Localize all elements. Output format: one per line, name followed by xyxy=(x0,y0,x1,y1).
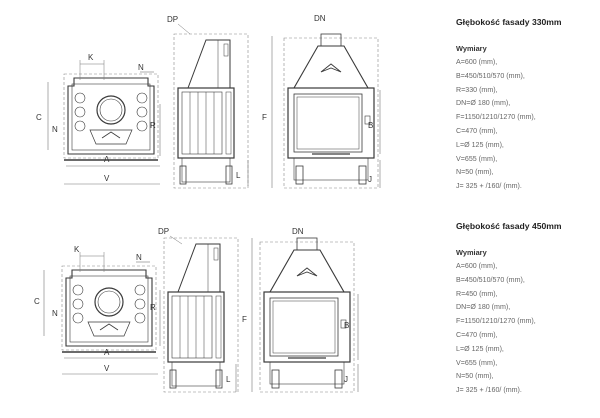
dim-label-b: B xyxy=(344,321,349,330)
front-view-450: DN B J xyxy=(259,227,359,393)
dim-label-n-side: N xyxy=(52,309,58,318)
dim-label-f: F xyxy=(242,315,247,324)
dim-label-a: A xyxy=(104,155,110,164)
dim-label-n-side: N xyxy=(52,125,58,134)
spec-line: V=655 (mm), xyxy=(456,154,498,163)
spec-list: A=600 (mm), B=450/510/570 (mm), R=450 (m… xyxy=(456,260,596,398)
spec-subtitle: Wymiary xyxy=(456,248,487,257)
dim-label-j: J xyxy=(344,375,348,384)
dim-label-k: K xyxy=(88,53,94,62)
spec-line: R=450 (mm), xyxy=(456,289,498,298)
dim-label-dn: DN xyxy=(314,14,326,23)
spec-line: B=450/510/570 (mm), xyxy=(456,275,525,284)
spec-title: Głębokość fasady 330mm xyxy=(456,17,562,27)
dim-label-dp: DP xyxy=(158,227,169,236)
dim-label-dn: DN xyxy=(292,227,304,236)
spec-line: J= 325 + /160/ (mm). xyxy=(456,386,522,395)
spec-line: A=600 (mm), xyxy=(456,262,498,270)
dim-label-b: B xyxy=(368,121,373,130)
spec-line: A=600 (mm), xyxy=(456,58,498,66)
front-view-330: DN B J xyxy=(283,14,381,189)
spec-list: A=600 (mm), B=450/510/570 (mm), R=330 (m… xyxy=(456,56,596,194)
side-view-330: DP F L xyxy=(167,15,273,189)
dim-label-v: V xyxy=(104,174,110,183)
top-view-450: K N C N R A V xyxy=(34,245,161,375)
spec-block-450: Głębokość fasady 450mm Wymiary A=600 (mm… xyxy=(456,221,596,398)
spec-line: DN=Ø 180 (mm), xyxy=(456,303,511,312)
spec-line: B=450/510/570 (mm), xyxy=(456,71,525,80)
dim-label-v: V xyxy=(104,364,110,373)
dim-label-c: C xyxy=(34,297,40,306)
spec-line: DN=Ø 180 (mm), xyxy=(456,99,511,108)
dim-label-a: A xyxy=(104,348,110,357)
spec-title: Głębokość fasady 450mm xyxy=(456,221,562,231)
dim-label-r: R xyxy=(150,303,156,312)
dim-label-dp: DP xyxy=(167,15,178,24)
dim-label-n: N xyxy=(136,253,142,262)
spec-line: L=Ø 125 (mm), xyxy=(456,344,504,353)
spec-line: V=655 (mm), xyxy=(456,358,498,367)
spec-line: J= 325 + /160/ (mm). xyxy=(456,182,522,191)
dim-label-l: L xyxy=(236,171,241,180)
dim-label-l: L xyxy=(226,375,231,384)
spec-line: N=50 (mm), xyxy=(456,168,494,177)
spec-line: L=Ø 125 (mm), xyxy=(456,140,504,149)
side-view-450: DP F L xyxy=(158,227,253,393)
spec-line: C=470 (mm), xyxy=(456,330,498,339)
spec-line: F=1150/1210/1270 (mm), xyxy=(456,317,536,326)
spec-line: F=1150/1210/1270 (mm), xyxy=(456,113,536,122)
dim-label-f: F xyxy=(262,113,267,122)
spec-subtitle: Wymiary xyxy=(456,44,487,53)
top-view-330: K N C N R A V xyxy=(36,53,161,185)
dim-label-k: K xyxy=(74,245,80,254)
spec-line: N=50 (mm), xyxy=(456,372,494,381)
dim-label-c: C xyxy=(36,113,42,122)
dim-label-n: N xyxy=(138,63,144,72)
spec-line: R=330 (mm), xyxy=(456,85,498,94)
dim-label-r: R xyxy=(150,121,156,130)
spec-block-330: Głębokość fasady 330mm Wymiary A=600 (mm… xyxy=(456,17,596,194)
dim-label-j: J xyxy=(368,175,372,184)
spec-line: C=470 (mm), xyxy=(456,126,498,135)
